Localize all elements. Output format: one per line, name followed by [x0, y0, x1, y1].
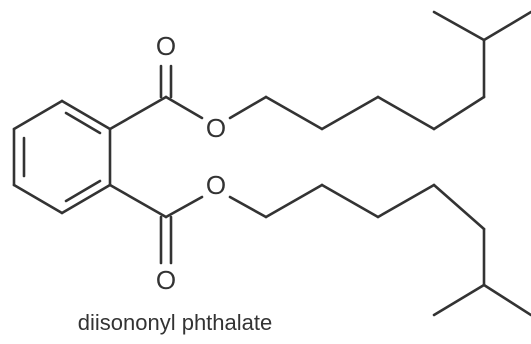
chain-branch-bond: [482, 10, 531, 42]
chain-bond: [264, 95, 324, 131]
chain-bond: [432, 183, 486, 231]
benzene-ring: [12, 99, 112, 215]
top-ester-group: [108, 64, 268, 131]
carbonyl-oxygen-top-label: O: [156, 31, 176, 61]
oxygen-to-chain-bond: [228, 95, 268, 120]
ester-oxygen-bottom-label: O: [206, 170, 226, 200]
ring-bond: [12, 183, 64, 215]
ring-to-carbonyl-bond: [108, 95, 168, 131]
bottom-isononyl-chain: [264, 183, 531, 317]
ring-double-bond: [64, 111, 102, 135]
compound-name-caption: diisononyl phthalate: [77, 310, 273, 335]
chain-bond: [264, 183, 324, 219]
carbonyl-oxygen-bottom-label: O: [156, 265, 176, 295]
ring-bond: [60, 183, 112, 215]
top-isononyl-chain: [264, 10, 531, 131]
carbonyl-to-oxygen-bond: [164, 95, 204, 120]
ring-double-bond: [64, 179, 102, 203]
chain-branch-bond: [432, 10, 486, 42]
ester-oxygen-top-label: O: [206, 113, 226, 143]
chain-bond: [320, 95, 380, 131]
chain-bond: [320, 183, 380, 219]
chain-bond: [376, 183, 436, 219]
ring-to-carbonyl-bond: [108, 183, 168, 219]
chain-branch-bond: [432, 283, 486, 317]
ring-bond: [60, 99, 112, 131]
chain-branch-bond: [482, 283, 531, 317]
ring-bond: [12, 99, 64, 131]
chain-bond: [376, 95, 436, 131]
carbonyl-to-oxygen-bond: [164, 195, 204, 219]
bottom-ester-group: [108, 183, 268, 265]
chain-bond: [432, 95, 486, 131]
oxygen-to-chain-bond: [228, 195, 268, 219]
